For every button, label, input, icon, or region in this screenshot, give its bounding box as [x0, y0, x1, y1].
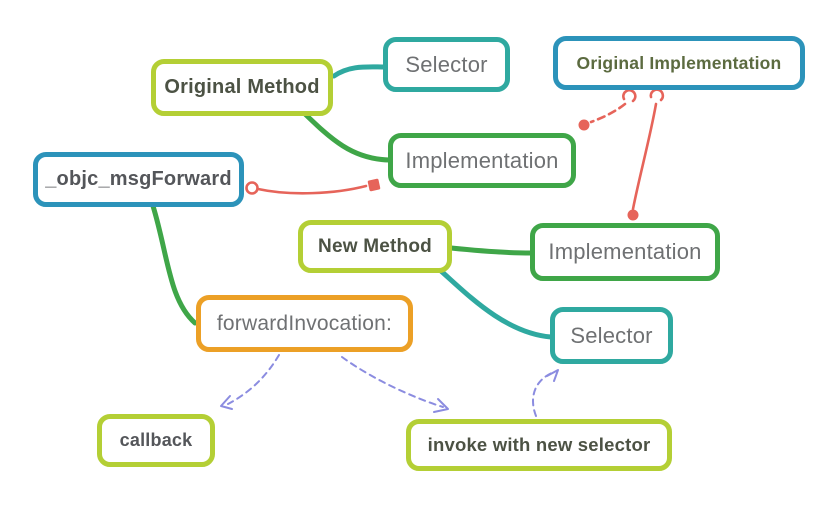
hook-marker	[649, 88, 665, 102]
dot-arrow-marker	[627, 209, 639, 221]
node-objc-msgforward[interactable]: _objc_msgForward	[33, 152, 244, 207]
node-implementation-right[interactable]: Implementation	[530, 223, 720, 281]
node-label: Selector	[570, 322, 653, 348]
node-label: Original Method	[164, 76, 320, 98]
edge-msgforward-implementation	[256, 184, 368, 195]
edge-forwardinvocation-invoke	[341, 356, 444, 408]
node-callback[interactable]: callback	[97, 414, 215, 467]
node-label: New Method	[318, 235, 432, 257]
node-label: Selector	[405, 51, 488, 77]
edge-original-method-selector	[331, 64, 388, 79]
node-invoke-with-new-selector[interactable]: invoke with new selector	[406, 419, 672, 471]
edge-origimpl-implementation-right	[631, 102, 658, 211]
square-arrow-marker	[367, 178, 381, 192]
open-circle-marker	[245, 181, 259, 195]
node-label: Implementation	[548, 239, 702, 264]
node-label: _objc_msgForward	[45, 168, 232, 190]
node-label: callback	[119, 430, 193, 450]
arrowhead	[433, 398, 449, 413]
arrowhead	[220, 395, 233, 410]
edge-origimpl-implementation-dashed	[589, 102, 627, 124]
node-selector-right[interactable]: Selector	[550, 307, 673, 364]
node-forward-invocation[interactable]: forwardInvocation:	[196, 295, 413, 352]
node-label: Original Implementation	[576, 52, 782, 73]
hook-marker	[622, 88, 637, 103]
edge-forwardinvocation-callback	[227, 354, 280, 405]
edge-invoke-selector	[532, 371, 555, 417]
node-selector-top[interactable]: Selector	[383, 37, 510, 92]
arrowhead	[546, 369, 559, 382]
dot-arrow-marker	[578, 119, 590, 131]
edge-msgforward-forwardinvocation	[150, 203, 198, 326]
edge-new-method-selector	[438, 268, 554, 340]
edge-original-method-implementation	[301, 110, 392, 163]
edge-new-method-implementation	[448, 245, 534, 256]
node-implementation-center[interactable]: Implementation	[388, 133, 576, 188]
node-original-method[interactable]: Original Method	[151, 59, 333, 116]
node-new-method[interactable]: New Method	[298, 220, 452, 273]
node-label: invoke with new selector	[427, 434, 651, 455]
node-original-implementation[interactable]: Original Implementation	[553, 36, 805, 90]
node-label: forwardInvocation:	[216, 311, 393, 335]
node-label: Implementation	[405, 147, 559, 173]
